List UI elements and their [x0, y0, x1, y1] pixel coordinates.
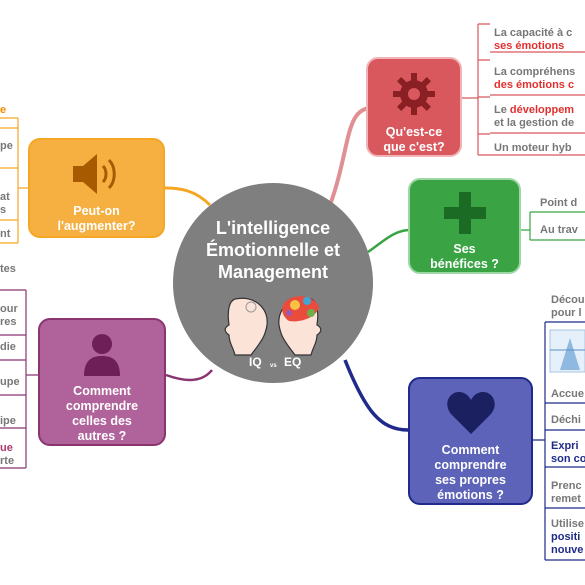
- central-topic[interactable]: L'intelligence Émotionnelle et Managemen…: [173, 183, 373, 383]
- topic-augmenter-label-2: l'augmenter?: [57, 219, 136, 233]
- topic-benefices[interactable]: Ses bénéfices ?: [408, 178, 521, 274]
- leaf-lines-benefices: [521, 211, 585, 241]
- leaf-lines-autres: [0, 289, 38, 469]
- leaf-lines-augmenter: [0, 117, 28, 244]
- branch-propres: [343, 359, 409, 432]
- topic-augmenter[interactable]: Peut-on l'augmenter?: [28, 138, 165, 238]
- center-title-line-1: L'intelligence: [215, 218, 331, 238]
- eq-label: EQ: [284, 355, 302, 369]
- leaf-quoi-1[interactable]: La capacité à c ses émotions: [494, 27, 573, 52]
- topic-augmenter-label-1: Peut-on: [73, 204, 120, 218]
- plus-icon: [442, 188, 488, 238]
- leaf-propres-2[interactable]: Accue: [551, 388, 585, 400]
- vs-label: vs: [270, 363, 277, 369]
- leaf-propres-3[interactable]: Déchi: [551, 414, 581, 426]
- leaf-lines-propres: [533, 321, 585, 561]
- iq-vs-eq-illustration: [224, 296, 322, 356]
- topic-propres-label-3: ses propres: [435, 473, 506, 487]
- leaf-quoi-4[interactable]: Un moteur hyb: [494, 142, 572, 154]
- topic-quoi-label-2: que c'est?: [383, 140, 445, 154]
- leaf-quoi-2[interactable]: La compréhens des émotions c: [494, 66, 576, 91]
- branch-augmenter: [164, 186, 212, 207]
- topic-quoi[interactable]: Qu'est-ce que c'est?: [366, 57, 462, 157]
- topic-propres-label-2: comprendre: [434, 458, 507, 472]
- center-title-line-2: Émotionnelle et: [205, 240, 340, 260]
- branch-quoi: [328, 106, 371, 206]
- leaf-augmenter-4[interactable]: nt: [0, 228, 11, 240]
- leaf-autres-5[interactable]: ipe: [0, 415, 16, 427]
- person-icon: [78, 328, 126, 380]
- speaker-icon: [69, 148, 125, 200]
- leaf-propres-5[interactable]: Prenc remet: [551, 480, 582, 505]
- leaf-autres-6[interactable]: ue rte: [0, 442, 15, 467]
- leaf-autres-2[interactable]: our res: [0, 303, 18, 328]
- leaf-quoi-3[interactable]: Le développem et la gestion de: [494, 104, 575, 129]
- leaf-autres-4[interactable]: upe: [0, 376, 20, 388]
- topic-autres-label-1: Comment: [73, 384, 131, 398]
- branch-autres: [165, 369, 213, 382]
- leaf-augmenter-2[interactable]: pe: [0, 140, 13, 152]
- topic-quoi-label-1: Qu'est-ce: [385, 125, 443, 139]
- center-title-line-3: Management: [217, 262, 329, 282]
- topic-autres-label-4: autres ?: [77, 429, 127, 443]
- topic-propres-label-1: Comment: [441, 443, 500, 457]
- topic-autres-label-2: comprendre: [65, 399, 139, 413]
- topic-benefices-label-1: Ses: [453, 242, 476, 256]
- topic-propres[interactable]: Comment comprendre ses propres émotions …: [408, 377, 533, 505]
- topic-autres[interactable]: Comment comprendre celles des autres ?: [38, 318, 166, 446]
- leaf-lines-quoi: [462, 23, 585, 156]
- leaf-augmenter-1[interactable]: e: [0, 104, 7, 116]
- topic-propres-label-4: émotions ?: [437, 488, 504, 502]
- leaf-benefices-1[interactable]: Point d: [540, 197, 578, 209]
- heart-icon: [445, 387, 497, 439]
- gear-icon: [390, 67, 438, 121]
- topic-benefices-label-2: bénéfices ?: [430, 257, 499, 271]
- leaf-benefices-2[interactable]: Au trav: [540, 224, 578, 236]
- leaf-propres-6[interactable]: Utilise positi nouve: [551, 518, 585, 556]
- branch-benefices: [367, 228, 411, 254]
- leaf-autres-1[interactable]: tes: [0, 263, 16, 275]
- topic-autres-label-3: celles des: [72, 414, 132, 428]
- leaf-propres-1[interactable]: Décou pour l: [551, 294, 585, 319]
- leaf-autres-3[interactable]: die: [0, 341, 16, 353]
- iceberg-thumbnail: [549, 329, 585, 373]
- iq-label: IQ: [249, 355, 262, 369]
- leaf-augmenter-3[interactable]: at s: [0, 191, 10, 216]
- leaf-propres-4[interactable]: Expri son co: [551, 440, 585, 465]
